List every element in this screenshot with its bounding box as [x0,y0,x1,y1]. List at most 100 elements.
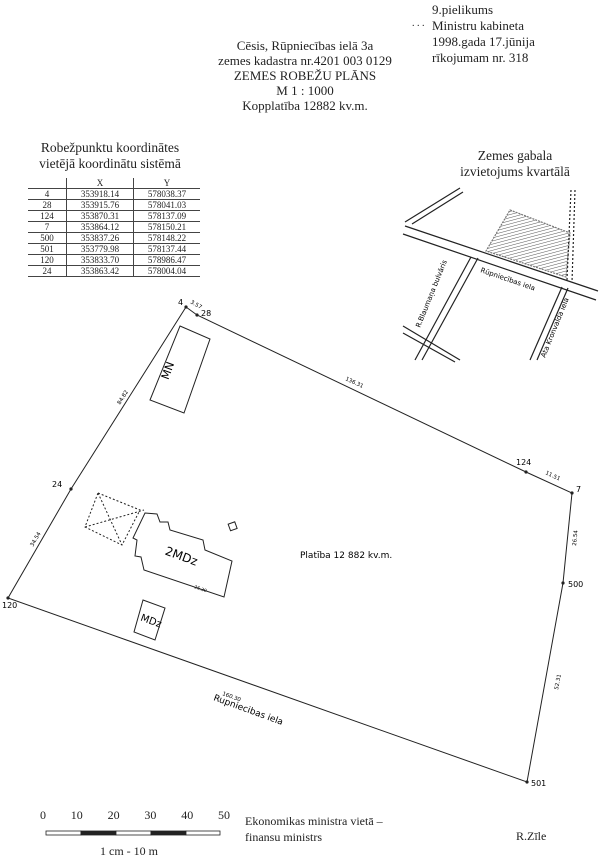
x-coordinate: 353918.14 [66,188,134,200]
point-id: 4 [28,188,67,200]
coordinates-title: Robežpunktu koordinātes vietējā koordinā… [10,140,210,172]
y-coordinate: 578148.22 [133,232,200,244]
y-coordinate: 578004.04 [133,265,200,277]
boundary-point-markers [6,305,574,784]
distance-label: 84.82 [117,390,130,407]
small-structure [227,521,238,532]
x-coordinate: 353915.76 [66,199,134,211]
point-label: 124 [516,458,531,467]
column-header [28,178,67,189]
point-id: 28 [28,199,67,211]
inset-title-line1: Zemes gabala [477,148,553,163]
dots-decoration: . . . [412,18,425,29]
point-id: 124 [28,210,67,222]
area-label: Platība 12 882 kv.m. [300,551,392,561]
point-id: 501 [28,243,67,255]
x-coordinate: 353864.12 [66,221,134,233]
point-id: 500 [28,232,67,244]
inset-parcel [485,209,571,278]
annex-number: 9.pielikums [432,2,494,17]
annex-issuer: Ministru kabineta [432,18,525,33]
inset-title: Zemes gabala izvietojums kvartālā [440,148,590,180]
distance-label: 3.57 [189,300,203,312]
document-header: Cēsis, Rūpniecības ielā 3a zemes kadastr… [200,38,410,113]
column-header: X [66,178,134,189]
scale-label: 50 [217,808,230,822]
document-title: ZEMES ROBEŽU PLĀNS [233,68,377,83]
signer-name: R.Zīle [516,829,547,843]
coordinates-title-line1: Robežpunktu koordinātes [40,140,180,155]
signer-title: Ekonomikas ministra vietā – finansu mini… [245,813,383,845]
scale-label: 30 [144,808,157,822]
x-coordinate: 353837.26 [66,232,134,244]
scale-label: 10 [70,808,83,822]
y-coordinate: 578986.47 [133,254,200,266]
distance-label: 136.31 [344,376,364,390]
building-dimension: 26.30 [193,584,207,594]
map-scale: M 1 : 1000 [276,83,334,98]
y-coordinate: 578137.44 [133,243,200,255]
table-header-row: X Y [28,178,200,189]
inset-map [402,187,599,363]
street-label: Rupniecibas iela [212,693,284,727]
point-label: 28 [201,309,211,318]
scale-unit: 1 cm - 10 m [100,844,158,858]
y-coordinate: 578038.37 [133,188,200,200]
x-coordinate: 353779.98 [66,243,134,255]
building-label-mdz: MDz [139,613,163,631]
scale-bar-labels: 0 10 20 30 40 50 [40,808,230,823]
distance-label: 26.54 [572,529,580,546]
point-label: 24 [52,480,62,489]
distance-label: 52.31 [554,674,563,691]
address: Cēsis, Rūpniecības ielā 3a [236,38,374,53]
parcel-boundary [7,306,573,783]
buildings [84,325,238,641]
distance-labels: 3.57 136.31 11.51 26.54 52.31 160.30 34.… [30,300,580,704]
annex-order: rīkojumam nr. 318 [432,50,529,65]
annex-note: . . . 9.pielikums Ministru kabineta 1998… [412,2,535,66]
point-id: 7 [28,221,67,233]
building-2mdz [132,512,233,598]
signer-title-line1: Ekonomikas ministra vietā – [245,814,383,828]
column-header: Y [133,178,200,189]
point-label: 501 [531,779,546,788]
scale-label: 0 [40,808,46,822]
coordinates-title-line2: vietējā koordinātu sistēmā [39,156,181,171]
point-label: 7 [576,485,581,494]
point-id: 120 [28,254,67,266]
scale-label: 20 [107,808,120,822]
scale-label: 40 [181,808,194,822]
y-coordinate: 578137.09 [133,210,200,222]
point-label: 500 [568,580,583,589]
scale-bar [45,830,221,836]
inset-title-line2: izvietojums kvartālā [460,164,570,179]
annex-date: 1998.gada 17.jūnija [432,34,535,49]
signer-title-line2: finansu ministrs [245,830,322,844]
point-label: 4 [178,298,183,307]
x-coordinate: 353863.42 [66,265,134,277]
point-labels: 4 28 124 7 500 501 120 24 [2,298,583,788]
building-mdz [133,599,166,641]
distance-label: 34.54 [30,531,43,548]
building-label-mn: MN [159,360,177,381]
cadastre-number: zemes kadastra nr.4201 003 0129 [218,53,392,68]
building-label-2mdz: 2MDz [163,544,199,569]
total-area: Kopplatība 12882 kv.m. [242,98,368,113]
distance-label: 11.51 [544,470,561,482]
point-id: 24 [28,265,67,277]
y-coordinate: 578041.03 [133,199,200,211]
x-coordinate: 353833.70 [66,254,134,266]
building-mn [149,325,211,414]
x-coordinate: 353870.31 [66,210,134,222]
y-coordinate: 578150.21 [133,221,200,233]
